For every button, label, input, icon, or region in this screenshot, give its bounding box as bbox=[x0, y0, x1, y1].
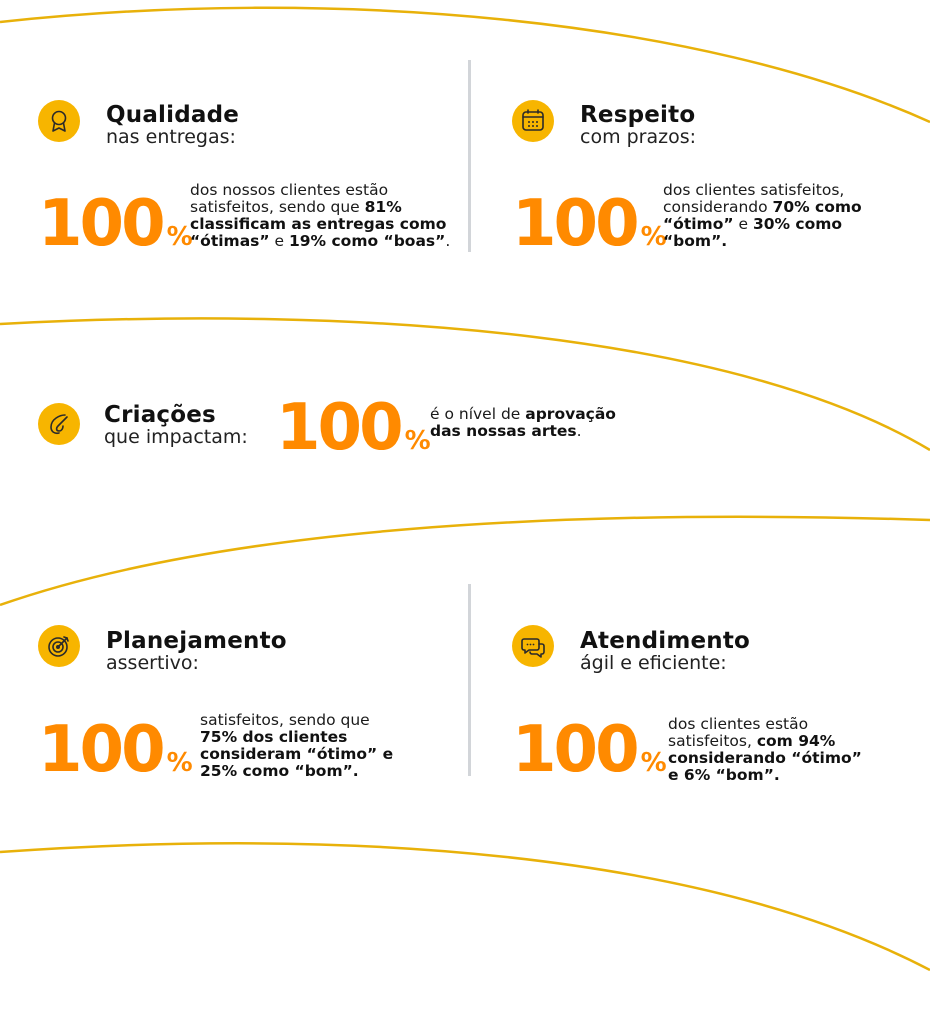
criacoes-percent: % bbox=[404, 426, 431, 456]
criacoes-desc-2: aprovação das nossas artes bbox=[430, 405, 616, 440]
planejamento-stat: 100% bbox=[38, 718, 193, 782]
planejamento-desc-1: satisfeitos, sendo que bbox=[200, 711, 370, 729]
atendimento-desc-2: com 94% considerando “ótimo” e 6% “bom”. bbox=[668, 732, 862, 784]
planejamento-title: Planejamento bbox=[106, 628, 287, 654]
planejamento-percent: % bbox=[166, 748, 193, 778]
respeito-heading: Respeito com prazos: bbox=[580, 104, 696, 147]
qualidade-number: 100 bbox=[38, 187, 166, 261]
qualidade-heading: Qualidade nas entregas: bbox=[106, 104, 239, 147]
criacoes-subtitle: que impactam: bbox=[104, 426, 248, 448]
respeito-title: Respeito bbox=[580, 102, 696, 128]
atendimento-subtitle: ágil e eficiente: bbox=[580, 652, 727, 674]
atendimento-title: Atendimento bbox=[580, 628, 751, 654]
atendimento-description: dos clientes estão satisfeitos, com 94% … bbox=[668, 716, 873, 784]
qualidade-subtitle: nas entregas: bbox=[106, 126, 236, 148]
atendimento-desc-1: dos clientes estão satisfeitos, bbox=[668, 715, 809, 750]
divider-bottom bbox=[468, 584, 471, 776]
qualidade-desc-2: 81% classificam as entregas como “ótimas… bbox=[190, 198, 447, 250]
qualidade-stat: 100% bbox=[38, 192, 193, 256]
atendimento-percent: % bbox=[640, 748, 667, 778]
respeito-description: dos clientes satisfeitos, considerando 7… bbox=[663, 182, 883, 250]
paint-brush-icon bbox=[38, 403, 80, 445]
criacoes-desc-1: é o nível de bbox=[430, 405, 526, 423]
planejamento-number: 100 bbox=[38, 713, 166, 787]
respeito-desc-1: dos clientes satisfeitos, considerando bbox=[663, 181, 845, 216]
qualidade-desc-3: e bbox=[269, 232, 289, 250]
atendimento-stat: 100% bbox=[512, 718, 667, 782]
planejamento-subtitle: assertivo: bbox=[106, 652, 199, 674]
criacoes-number: 100 bbox=[276, 391, 404, 465]
planejamento-heading: Planejamento assertivo: bbox=[106, 630, 287, 673]
divider-top bbox=[468, 60, 471, 252]
respeito-percent: % bbox=[640, 222, 667, 252]
curve-2 bbox=[0, 317, 930, 452]
curve-top bbox=[0, 6, 930, 124]
qualidade-desc-5: . bbox=[445, 232, 451, 250]
qualidade-title: Qualidade bbox=[106, 102, 240, 128]
respeito-desc-3: e bbox=[733, 215, 753, 233]
criacoes-stat: 100% bbox=[276, 396, 431, 460]
ribbon-award-icon bbox=[38, 100, 80, 142]
respeito-stat: 100% bbox=[512, 192, 667, 256]
respeito-desc-4: 30% como “bom”. bbox=[663, 215, 843, 250]
respeito-desc-2: 70% como “ótimo” bbox=[663, 198, 862, 233]
atendimento-number: 100 bbox=[512, 713, 640, 787]
chat-bubbles-icon bbox=[512, 625, 554, 667]
target-arrow-icon bbox=[38, 625, 80, 667]
criacoes-title: Criações bbox=[104, 402, 216, 428]
curve-3 bbox=[0, 515, 930, 607]
respeito-number: 100 bbox=[512, 187, 640, 261]
criacoes-heading: Criações que impactam: bbox=[104, 404, 248, 447]
planejamento-desc-2: 75% dos clientes consideram “ótimo” e 25… bbox=[200, 728, 394, 780]
criacoes-desc-3: . bbox=[576, 422, 582, 440]
curve-4 bbox=[0, 842, 930, 972]
qualidade-desc-1: dos nossos clientes estão satisfeitos, s… bbox=[190, 181, 389, 216]
planejamento-description: satisfeitos, sendo que 75% dos clientes … bbox=[200, 712, 400, 780]
qualidade-description: dos nossos clientes estão satisfeitos, s… bbox=[190, 182, 452, 250]
atendimento-heading: Atendimento ágil e eficiente: bbox=[580, 630, 750, 673]
qualidade-percent: % bbox=[166, 222, 193, 252]
criacoes-description: é o nível de aprovação das nossas artes. bbox=[430, 406, 630, 440]
respeito-subtitle: com prazos: bbox=[580, 126, 697, 148]
calendar-icon bbox=[512, 100, 554, 142]
qualidade-desc-4: 19% como “boas” bbox=[288, 232, 446, 250]
